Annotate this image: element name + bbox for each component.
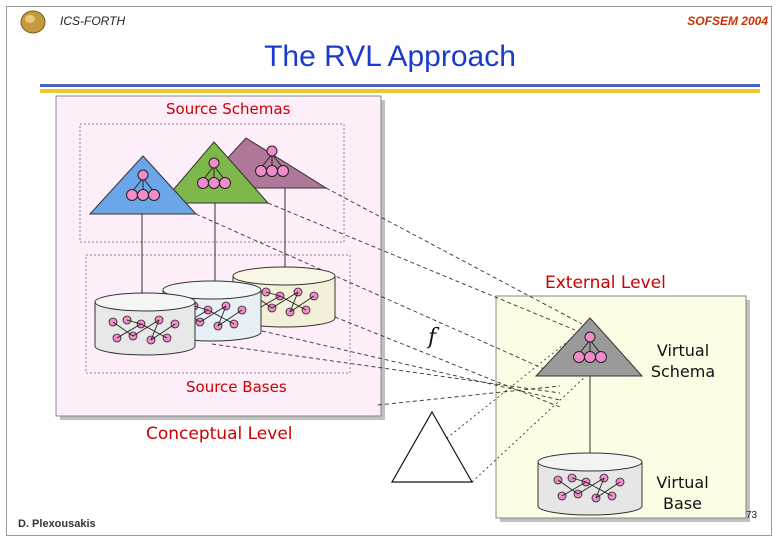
virtual-base-cylinder — [537, 452, 643, 516]
external-level-label: External Level — [545, 273, 666, 293]
source-schema-green — [160, 141, 270, 204]
source-schemas-box — [79, 123, 345, 243]
conceptual-panel — [55, 95, 382, 417]
virtual-schema-triangle — [534, 317, 644, 377]
source-base-1 — [94, 292, 196, 356]
slide-frame — [6, 6, 772, 536]
header-org: ICS-FORTH — [60, 14, 126, 28]
virtual-base-label: Virtual Base — [656, 473, 709, 513]
page-number: 73 — [746, 510, 758, 521]
mapping-lines — [195, 187, 583, 408]
source-bases-box — [85, 254, 351, 374]
footer-author: D. Plexousakis — [18, 518, 96, 530]
ics-forth-logo — [20, 10, 46, 34]
source-schemas-label: Source Schemas — [166, 100, 291, 118]
function-label: f — [428, 325, 437, 350]
source-bases-label: Source Bases — [186, 378, 287, 396]
title-rule-blue — [40, 84, 760, 87]
conceptual-level-label: Conceptual Level — [146, 424, 293, 444]
virtual-schema-label: Virtual Schema — [650, 341, 716, 381]
title-rule-gold — [40, 89, 760, 93]
slide-title: The RVL Approach — [264, 40, 516, 73]
header-conference: SOFSEM 2004 — [687, 14, 768, 28]
outline-triangle — [390, 410, 474, 483]
